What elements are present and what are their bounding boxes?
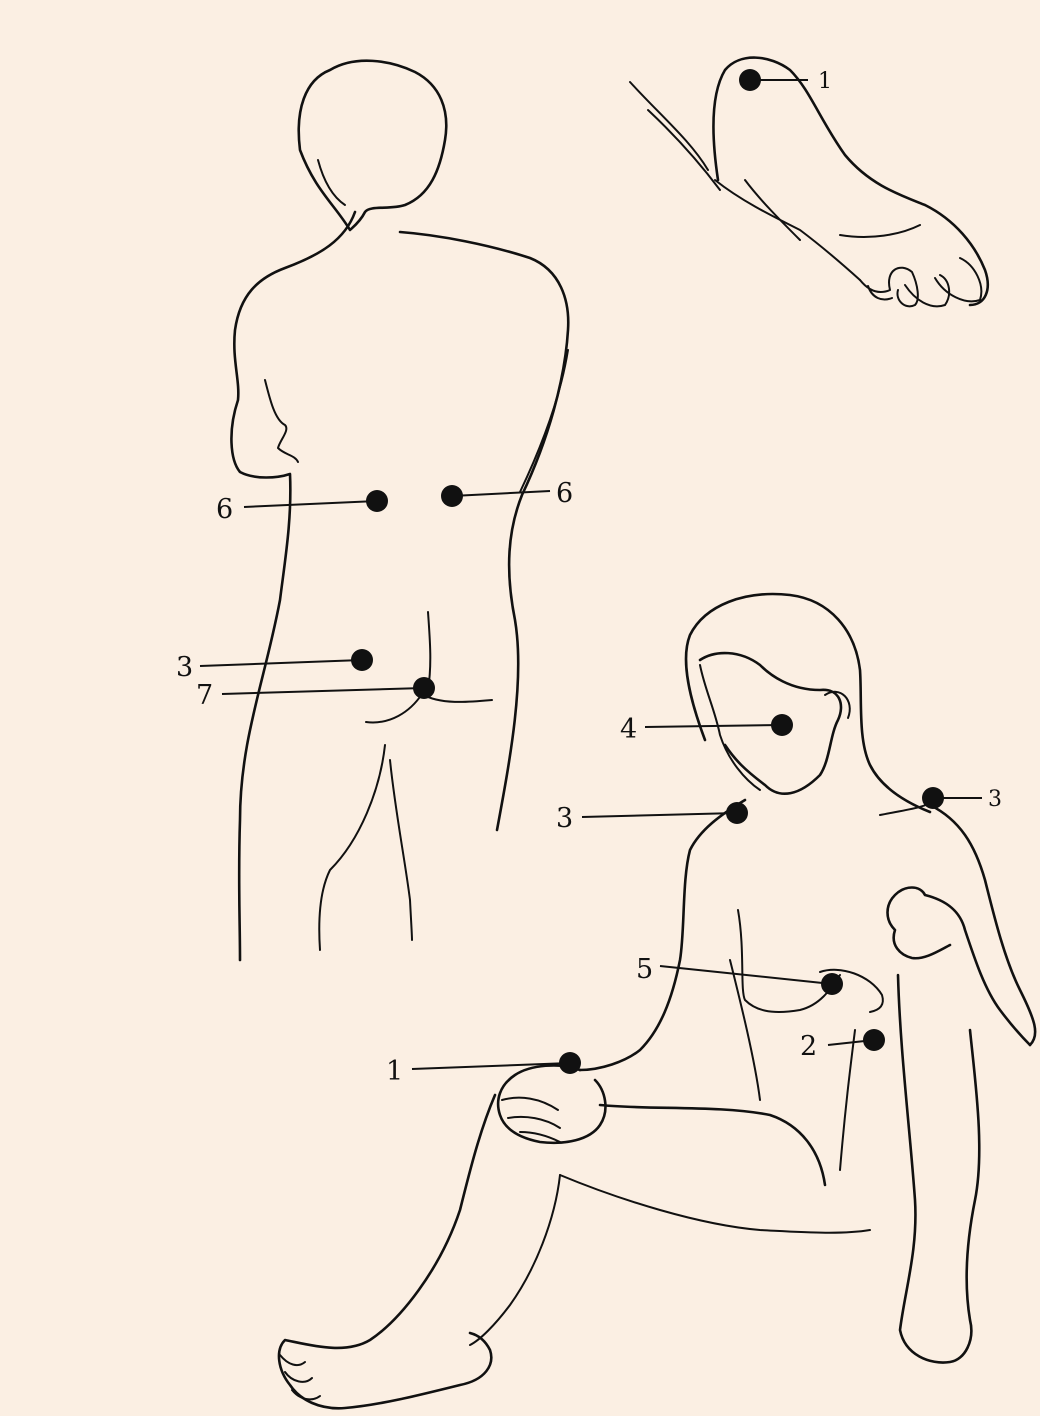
foot-toes — [860, 258, 981, 306]
back-head-outline — [299, 61, 447, 230]
seated-left-leg-outer — [279, 1095, 495, 1408]
back-leg-left-inner — [390, 760, 412, 940]
seated-left-leg-inner — [470, 1175, 560, 1345]
foot-leg-line — [630, 82, 708, 170]
point-label: 7 — [196, 680, 213, 711]
seated-point-3-right: 3 — [922, 787, 1002, 812]
seated-hair-side — [700, 665, 760, 790]
point-label: 1 — [386, 1056, 403, 1087]
seated-hair — [686, 594, 930, 812]
back-buttock-curve — [366, 694, 492, 722]
point-label: 6 — [556, 478, 573, 509]
seated-point-5: 5 — [636, 954, 843, 995]
back-view-figure — [231, 61, 568, 960]
seated-left-leg-top — [600, 1105, 825, 1185]
back-ear-outline — [318, 160, 345, 205]
point-label: 3 — [556, 803, 573, 834]
seated-left-shoulder-arm — [580, 800, 745, 1070]
back-arm-left — [265, 380, 298, 462]
point-label: 3 — [988, 787, 1002, 812]
point-label: 6 — [216, 494, 233, 525]
back-point-7: 7 — [196, 677, 435, 711]
back-arm-right — [520, 350, 568, 492]
foot-arch — [715, 180, 860, 280]
back-torso-outline — [231, 212, 355, 960]
foot-points: 1 — [739, 69, 832, 94]
seated-point-1: 1 — [386, 1052, 581, 1087]
foot-point-1: 1 — [739, 69, 832, 94]
point-label: 5 — [636, 954, 653, 985]
point-label: 2 — [800, 1031, 817, 1062]
back-point-3: 3 — [176, 649, 373, 683]
point-label: 4 — [620, 714, 637, 745]
foot-inner — [840, 225, 920, 237]
foot-figure — [630, 58, 988, 307]
seated-ribs — [840, 1030, 855, 1170]
seated-point-4: 4 — [620, 714, 793, 745]
foot-sole-outline — [714, 58, 988, 305]
seated-fingers — [502, 1098, 560, 1142]
seated-right-leg — [898, 975, 979, 1363]
point-label: 1 — [818, 69, 832, 94]
seated-hand-lower — [498, 1065, 605, 1142]
back-point-6-left: 6 — [216, 490, 388, 525]
seated-figure — [279, 594, 1035, 1408]
back-view-points: 6 6 3 7 — [176, 478, 573, 711]
back-point-6-right: 6 — [441, 478, 573, 509]
seated-points: 4 3 3 5 2 1 — [386, 714, 1002, 1087]
foot-arch-2 — [745, 180, 800, 240]
seated-point-2: 2 — [800, 1029, 885, 1062]
back-leg-inner — [319, 745, 385, 950]
back-torso-right — [400, 232, 568, 830]
seated-waist-left — [730, 960, 760, 1100]
point-label: 3 — [176, 652, 193, 683]
seated-face — [700, 653, 841, 794]
seated-torso-left — [738, 910, 840, 1012]
foot-leg-line-2 — [648, 110, 720, 190]
seated-right-shoulder — [930, 805, 1035, 1045]
